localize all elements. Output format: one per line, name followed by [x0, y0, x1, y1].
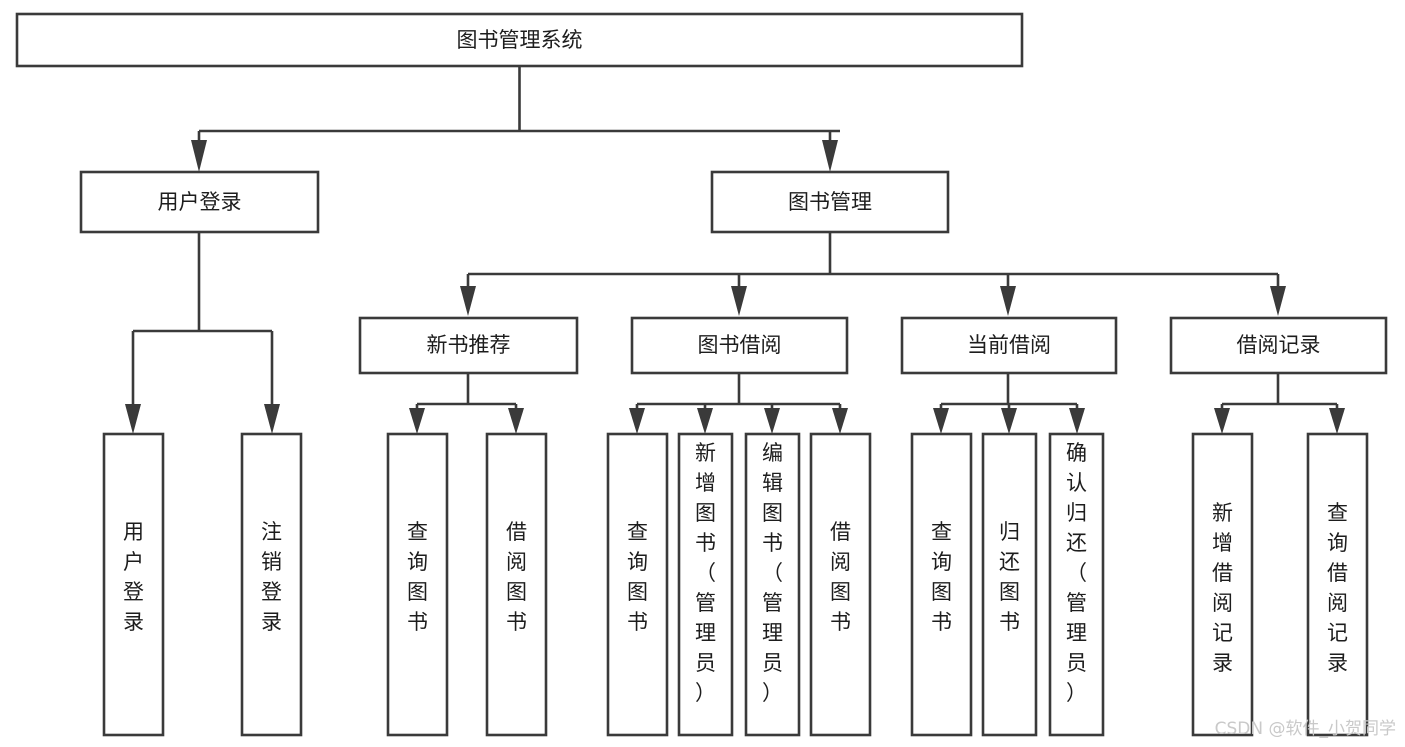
node-book-manage[interactable]: 图书管理 — [710, 170, 950, 234]
node-root-label: 图书管理系统 — [457, 28, 583, 52]
node-leaf-user-login-label: 用户登录 — [123, 520, 144, 634]
node-current-borrow-label: 当前借阅 — [967, 333, 1051, 357]
node-leaf-edit-book[interactable]: 编辑图书（管理员） — [744, 432, 801, 737]
node-leaf-confirm-return-label: 确认归还（管理员） — [1066, 441, 1087, 705]
node-leaf-query-book-3[interactable]: 查询图书 — [910, 432, 973, 737]
node-leaf-query-book-2[interactable]: 查询图书 — [606, 432, 669, 737]
node-book-borrow-box[interactable] — [630, 316, 849, 375]
arrow-head-user-login — [191, 140, 207, 172]
arrow-head-new-book-recommend — [460, 286, 476, 316]
node-leaf-borrow-book-1-label: 借阅图书 — [506, 520, 527, 634]
arrow-head-leaf-return-book — [1001, 408, 1017, 434]
node-leaf-add-record-label: 新增借阅记录 — [1212, 501, 1233, 675]
node-leaf-return-book-box[interactable] — [981, 432, 1038, 737]
node-leaf-edit-book-label: 编辑图书（管理员） — [762, 441, 783, 705]
node-borrow-record-label: 借阅记录 — [1237, 333, 1321, 357]
node-leaf-add-book-label: 新增图书（管理员） — [695, 441, 716, 705]
node-borrow-record-box[interactable] — [1169, 316, 1388, 375]
arrow-head-leaf-confirm-return — [1069, 408, 1085, 434]
node-leaf-add-record-box[interactable] — [1191, 432, 1254, 737]
node-leaf-add-book-box[interactable] — [677, 432, 734, 737]
node-new-book-recommend-box[interactable] — [358, 316, 579, 375]
node-current-borrow[interactable]: 当前借阅 — [900, 316, 1118, 375]
arrow-head-book-borrow — [731, 286, 747, 316]
arrow-head-leaf-borrow-book-2 — [832, 408, 848, 434]
node-book-manage-label: 图书管理 — [788, 190, 872, 214]
node-root-box[interactable] — [15, 12, 1024, 68]
arrow-head-borrow-record — [1270, 286, 1286, 316]
arrow-head-leaf-logout — [264, 404, 280, 434]
node-leaf-borrow-book-1[interactable]: 借阅图书 — [485, 432, 548, 737]
node-current-borrow-box[interactable] — [900, 316, 1118, 375]
node-leaf-query-record-box[interactable] — [1306, 432, 1369, 737]
node-leaf-logout-box[interactable] — [240, 432, 303, 737]
node-leaf-borrow-book-2[interactable]: 借阅图书 — [809, 432, 872, 737]
node-leaf-confirm-return-box[interactable] — [1048, 432, 1105, 737]
node-leaf-return-book-label: 归还图书 — [999, 520, 1020, 634]
arrow-head-leaf-borrow-book-1 — [508, 408, 524, 434]
node-new-book-recommend-label: 新书推荐 — [427, 333, 511, 357]
node-user-login-box[interactable] — [79, 170, 320, 234]
node-leaf-user-login-box[interactable] — [102, 432, 165, 737]
node-leaf-query-book-3-box[interactable] — [910, 432, 973, 737]
arrow-head-leaf-add-book — [697, 408, 713, 434]
node-leaf-query-book-1[interactable]: 查询图书 — [386, 432, 449, 737]
node-leaf-query-book-2-label: 查询图书 — [627, 520, 648, 634]
node-leaf-query-book-3-label: 查询图书 — [931, 520, 952, 634]
node-leaf-query-book-2-box[interactable] — [606, 432, 669, 737]
node-leaf-return-book[interactable]: 归还图书 — [981, 432, 1038, 737]
connector-layer — [125, 66, 1345, 434]
node-leaf-borrow-book-1-box[interactable] — [485, 432, 548, 737]
node-leaf-borrow-book-2-box[interactable] — [809, 432, 872, 737]
arrow-head-leaf-query-book-3 — [933, 408, 949, 434]
node-book-manage-box[interactable] — [710, 170, 950, 234]
arrow-head-leaf-query-book-1 — [409, 408, 425, 434]
node-borrow-record[interactable]: 借阅记录 — [1169, 316, 1388, 375]
node-user-login-label: 用户登录 — [158, 190, 242, 214]
node-book-borrow-label: 图书借阅 — [698, 333, 782, 357]
node-root[interactable]: 图书管理系统 — [15, 12, 1024, 68]
node-book-borrow[interactable]: 图书借阅 — [630, 316, 849, 375]
node-leaf-add-book[interactable]: 新增图书（管理员） — [677, 432, 734, 737]
arrow-head-leaf-query-book-2 — [629, 408, 645, 434]
node-new-book-recommend[interactable]: 新书推荐 — [358, 316, 579, 375]
csdn-watermark: CSDN @软件_小贺同学 — [1215, 719, 1396, 739]
arrow-head-current-borrow — [1000, 286, 1016, 316]
node-leaf-query-record[interactable]: 查询借阅记录 — [1306, 432, 1369, 737]
arrow-head-leaf-edit-book — [764, 408, 780, 434]
node-leaf-add-record[interactable]: 新增借阅记录 — [1191, 432, 1254, 737]
arrow-head-leaf-add-record — [1214, 408, 1230, 434]
arrow-head-leaf-query-record — [1329, 408, 1345, 434]
node-leaf-logout-label: 注销登录 — [261, 520, 282, 634]
node-leaf-edit-book-box[interactable] — [744, 432, 801, 737]
node-leaf-query-record-label: 查询借阅记录 — [1327, 501, 1348, 675]
arrow-head-book-manage — [822, 140, 838, 172]
node-leaf-borrow-book-2-label: 借阅图书 — [830, 520, 851, 634]
node-leaf-logout[interactable]: 注销登录 — [240, 432, 303, 737]
node-user-login[interactable]: 用户登录 — [79, 170, 320, 234]
node-leaf-query-book-1-label: 查询图书 — [407, 520, 428, 634]
node-leaf-confirm-return[interactable]: 确认归还（管理员） — [1048, 432, 1105, 737]
arrow-head-leaf-user-login — [125, 404, 141, 434]
node-leaf-query-book-1-box[interactable] — [386, 432, 449, 737]
node-leaf-user-login[interactable]: 用户登录 — [102, 432, 165, 737]
